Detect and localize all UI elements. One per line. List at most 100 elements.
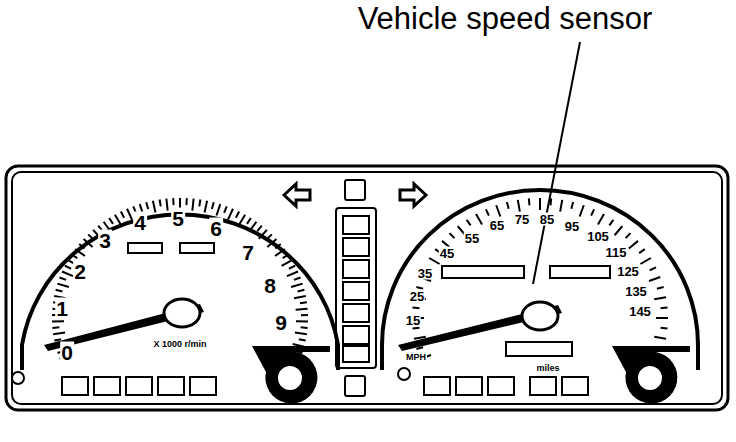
turn-signal-arrow <box>400 184 426 206</box>
tick-mark <box>296 308 308 311</box>
part-name: Vehicle speed sensor <box>357 3 654 34</box>
indicator-lamp <box>62 377 88 395</box>
tick-mark <box>109 218 113 224</box>
gauge-pivot <box>277 365 303 391</box>
speed-number: 85 <box>539 213 555 226</box>
leader-line <box>533 42 580 284</box>
tick-mark <box>56 290 63 292</box>
tick-mark <box>127 209 132 220</box>
tick-mark <box>212 202 214 209</box>
tick-mark <box>115 215 121 225</box>
speed-number: 55 <box>464 232 480 245</box>
tick-mark <box>296 351 303 353</box>
tach-window <box>128 243 162 253</box>
tick-mark <box>301 314 308 316</box>
tick-mark <box>146 202 148 209</box>
warning-lamp <box>343 282 369 300</box>
speed-number: 125 <box>616 265 640 278</box>
tick-mark <box>287 272 298 277</box>
tach-number: 3 <box>98 230 112 251</box>
tick-mark <box>539 198 541 210</box>
tach-number: 0 <box>60 342 74 363</box>
tick-group <box>412 198 668 359</box>
tach-number: 6 <box>209 218 223 239</box>
tick-mark <box>121 212 124 218</box>
warning-lamp <box>343 216 369 234</box>
tick-mark <box>267 234 272 239</box>
indicator-lamp <box>424 377 450 395</box>
tick-mark <box>615 226 623 235</box>
speed-number: 25 <box>409 290 425 303</box>
tick-mark <box>649 355 660 359</box>
tick-mark <box>626 233 631 238</box>
indicator-lamp <box>158 377 184 395</box>
tick-mark <box>153 201 156 213</box>
tick-mark <box>205 201 208 213</box>
odometer <box>506 342 572 356</box>
tach-number: 2 <box>73 261 87 282</box>
trip-display <box>550 266 610 278</box>
tick-mark <box>236 212 239 218</box>
tick-mark <box>228 209 233 220</box>
speed-number: 115 <box>605 246 628 259</box>
tick-mark <box>661 327 668 330</box>
turn-signal-arrow <box>284 184 310 206</box>
tick-mark <box>160 200 161 207</box>
tick-mark <box>654 337 666 339</box>
tick-mark <box>486 209 489 215</box>
tach-number: 1 <box>55 298 69 319</box>
tick-mark <box>571 202 573 209</box>
tach-number: 9 <box>274 312 288 333</box>
tick-mark <box>259 230 267 239</box>
indicator-lamp <box>530 377 556 395</box>
tick-mark <box>247 218 251 224</box>
tick-mark <box>528 198 531 205</box>
tick-mark <box>416 287 423 289</box>
tick-mark <box>224 206 227 213</box>
tick-mark <box>172 198 174 205</box>
tick-mark <box>507 202 509 209</box>
tick-mark <box>275 249 285 256</box>
indicator-lamp <box>562 377 588 395</box>
tick-mark <box>65 266 71 269</box>
tick-mark <box>71 255 77 259</box>
speed-number: 145 <box>628 305 652 318</box>
tick-mark <box>657 347 664 349</box>
tick-mark <box>640 258 650 264</box>
speed-number: 35 <box>417 267 433 280</box>
tick-mark <box>53 333 65 335</box>
tick-mark <box>257 226 261 231</box>
warning-lamp <box>343 238 369 256</box>
tick-mark <box>650 267 656 270</box>
gauge-pointer-housing <box>612 346 690 404</box>
speed-unit: MPH <box>405 353 427 362</box>
warning-lamp-panel <box>336 208 376 368</box>
tick-mark <box>580 205 584 216</box>
speed-number: 135 <box>624 285 648 298</box>
tick-mark <box>518 200 520 212</box>
warning-lamp <box>343 346 369 362</box>
tick-mark <box>300 301 307 304</box>
tick-mark <box>412 307 419 310</box>
cluster-housing <box>6 166 728 410</box>
tick-mark <box>591 209 594 215</box>
tick-mark <box>467 220 471 226</box>
tick-mark <box>75 249 85 256</box>
tach-number: 8 <box>263 275 277 296</box>
tick-mark <box>656 317 668 319</box>
tach-unit: X 1000 r/min <box>152 340 207 349</box>
tick-mark <box>654 297 666 299</box>
warning-lamp <box>345 376 365 396</box>
indicator-lamp <box>94 377 120 395</box>
gauge-pointer-housing <box>252 346 330 404</box>
warning-lamp <box>343 326 369 344</box>
tick-mark <box>54 339 61 340</box>
speed-number: 65 <box>489 219 505 232</box>
reset-knob <box>398 368 410 380</box>
tick-mark <box>629 241 638 249</box>
indicator-lamp <box>190 377 216 395</box>
tick-mark <box>282 260 293 266</box>
tick-mark <box>84 239 93 247</box>
